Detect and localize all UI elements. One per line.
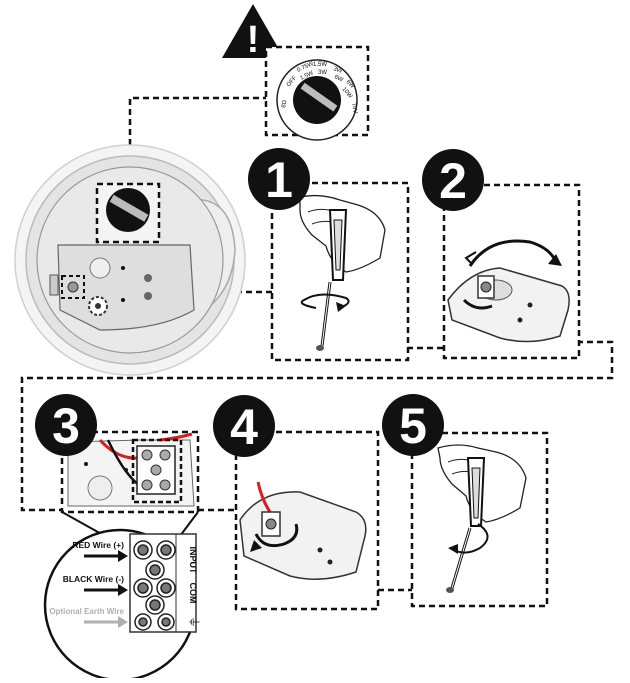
step-5-panel: 5 [382, 394, 549, 608]
dial-setting: 1.5W [313, 62, 327, 68]
screwdriver-icon [446, 457, 486, 593]
red-wire-arrow-icon [84, 550, 128, 562]
earth-wire-arrow-icon [84, 616, 128, 628]
dial-setting: 3W [332, 66, 343, 75]
svg-text:!: ! [247, 19, 260, 61]
black-wire-arrow-icon [84, 584, 128, 596]
rotate-arrow-icon [468, 239, 558, 267]
red-wire [159, 432, 193, 442]
step-2-badge: 2 [422, 149, 484, 211]
step-3-badge: 3 [35, 394, 97, 456]
speaker-unit [14, 144, 246, 376]
warning-icon: ! [222, 4, 284, 61]
screwdriver-icon [316, 209, 348, 351]
rotate-arrow-icon [300, 293, 350, 309]
red-wire [256, 481, 272, 513]
step-1-badge: 1 [248, 148, 310, 210]
step-number: 1 [265, 152, 293, 208]
dial-setting: 8Ω [281, 99, 288, 108]
dial-setting: 6W [345, 79, 356, 90]
terminal-detail-zoom: INPUT COM ⏚ RED Wire (+) BLACK Wire (-) … [43, 511, 201, 682]
red-wire-label: RED Wire (+) [72, 540, 124, 550]
terminal-screws [133, 540, 176, 631]
step-2-panel: 2 [422, 149, 581, 360]
earth-symbol: ⏚ [187, 616, 201, 628]
com-label: COM [188, 583, 198, 604]
step-1-panel: 1 [248, 148, 410, 362]
dial-zoom-panel: 8Ω OFF 0.75W 1.5W 3W 6W 1.5W 3W 6W 10W 7… [264, 45, 370, 141]
dial-pointer [300, 82, 338, 112]
step-number: 2 [439, 153, 467, 209]
dial-setting: 3W [318, 70, 327, 76]
screw-terminal-highlight [61, 275, 85, 299]
rotate-arrow-icon [453, 523, 489, 554]
black-wire-label: BLACK Wire (-) [63, 574, 124, 584]
step-5-badge: 5 [382, 394, 444, 456]
step-number: 5 [399, 398, 427, 454]
earth-wire-label: Optional Earth Wire [49, 607, 124, 616]
step-4-badge: 4 [213, 395, 275, 457]
dial-setting: 6W [333, 74, 344, 83]
step-4-panel: 4 [213, 395, 380, 611]
step-3-panel: 3 [35, 394, 200, 514]
input-label: INPUT [188, 547, 198, 575]
dial-setting: 70V [350, 102, 358, 114]
connector-step2-step3 [20, 340, 614, 512]
rotate-arrow-icon [254, 523, 299, 548]
dial-setting: 1.5W [299, 70, 315, 81]
step-number: 4 [230, 399, 258, 455]
step-number: 3 [52, 398, 80, 454]
cog-icon [88, 296, 108, 316]
